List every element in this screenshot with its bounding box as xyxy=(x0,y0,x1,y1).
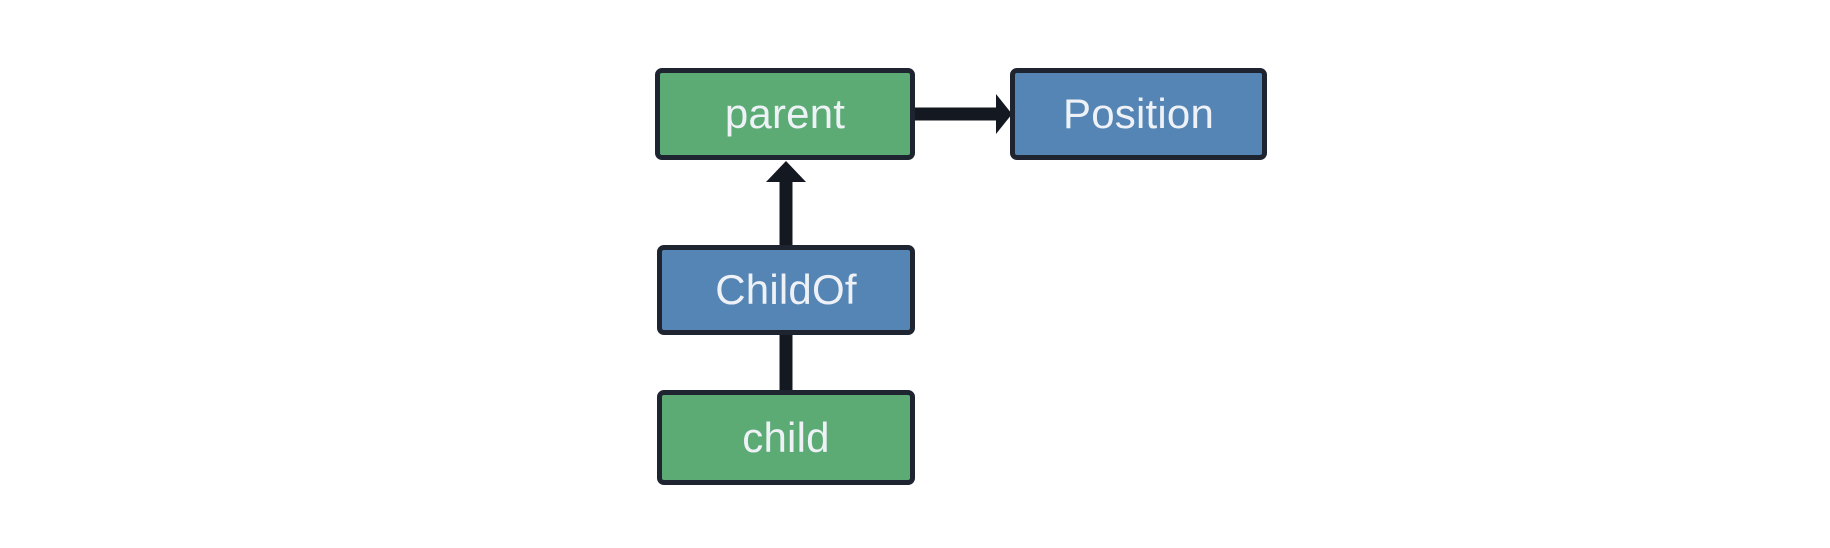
node-parent[interactable]: parent xyxy=(655,68,915,160)
node-parent-label: parent xyxy=(724,90,846,137)
node-childof-label: ChildOf xyxy=(715,266,857,313)
node-child[interactable]: child xyxy=(657,390,915,485)
node-childof[interactable]: ChildOf xyxy=(657,245,915,335)
node-position[interactable]: Position xyxy=(1010,68,1267,160)
node-child-label: child xyxy=(742,413,830,461)
edge-parent-to-position xyxy=(915,94,1012,134)
edge-childof-to-parent xyxy=(766,161,806,245)
node-position-label: Position xyxy=(1062,90,1215,137)
